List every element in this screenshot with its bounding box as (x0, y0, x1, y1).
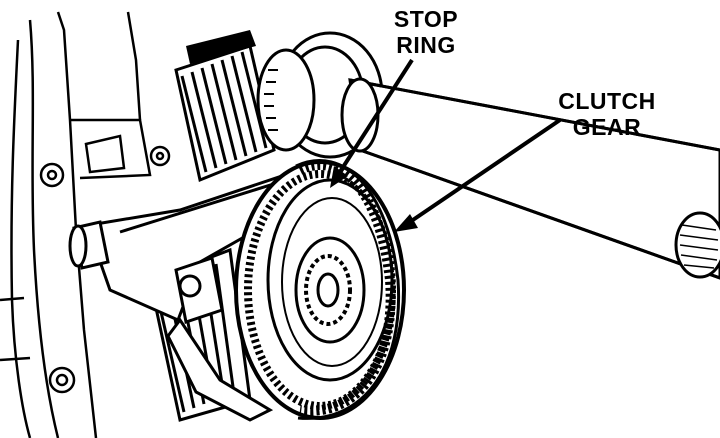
clutch-gear-leader-line (402, 118, 562, 228)
stop-ring-label: STOP RING (372, 6, 480, 58)
stop-ring-leader-line (334, 58, 414, 180)
clutch-gear-label-line1: CLUTCH (558, 88, 656, 114)
output-shaft (340, 77, 720, 280)
stop-ring-arrowhead (330, 166, 348, 188)
clutch-gear-label-line2: GEAR (572, 114, 642, 140)
helical-gear-upper (174, 30, 276, 183)
stop-ring (295, 159, 401, 420)
clutch-gear-label: CLUTCH GEAR (548, 88, 666, 140)
housing-wall (0, 11, 152, 438)
clutch-gear-arrowhead (394, 214, 418, 232)
stop-ring-label-line1: STOP (393, 6, 459, 32)
housing-bolts (39, 145, 171, 394)
leader-arrows (330, 58, 562, 232)
stop-ring-label-line2: RING (396, 32, 456, 58)
